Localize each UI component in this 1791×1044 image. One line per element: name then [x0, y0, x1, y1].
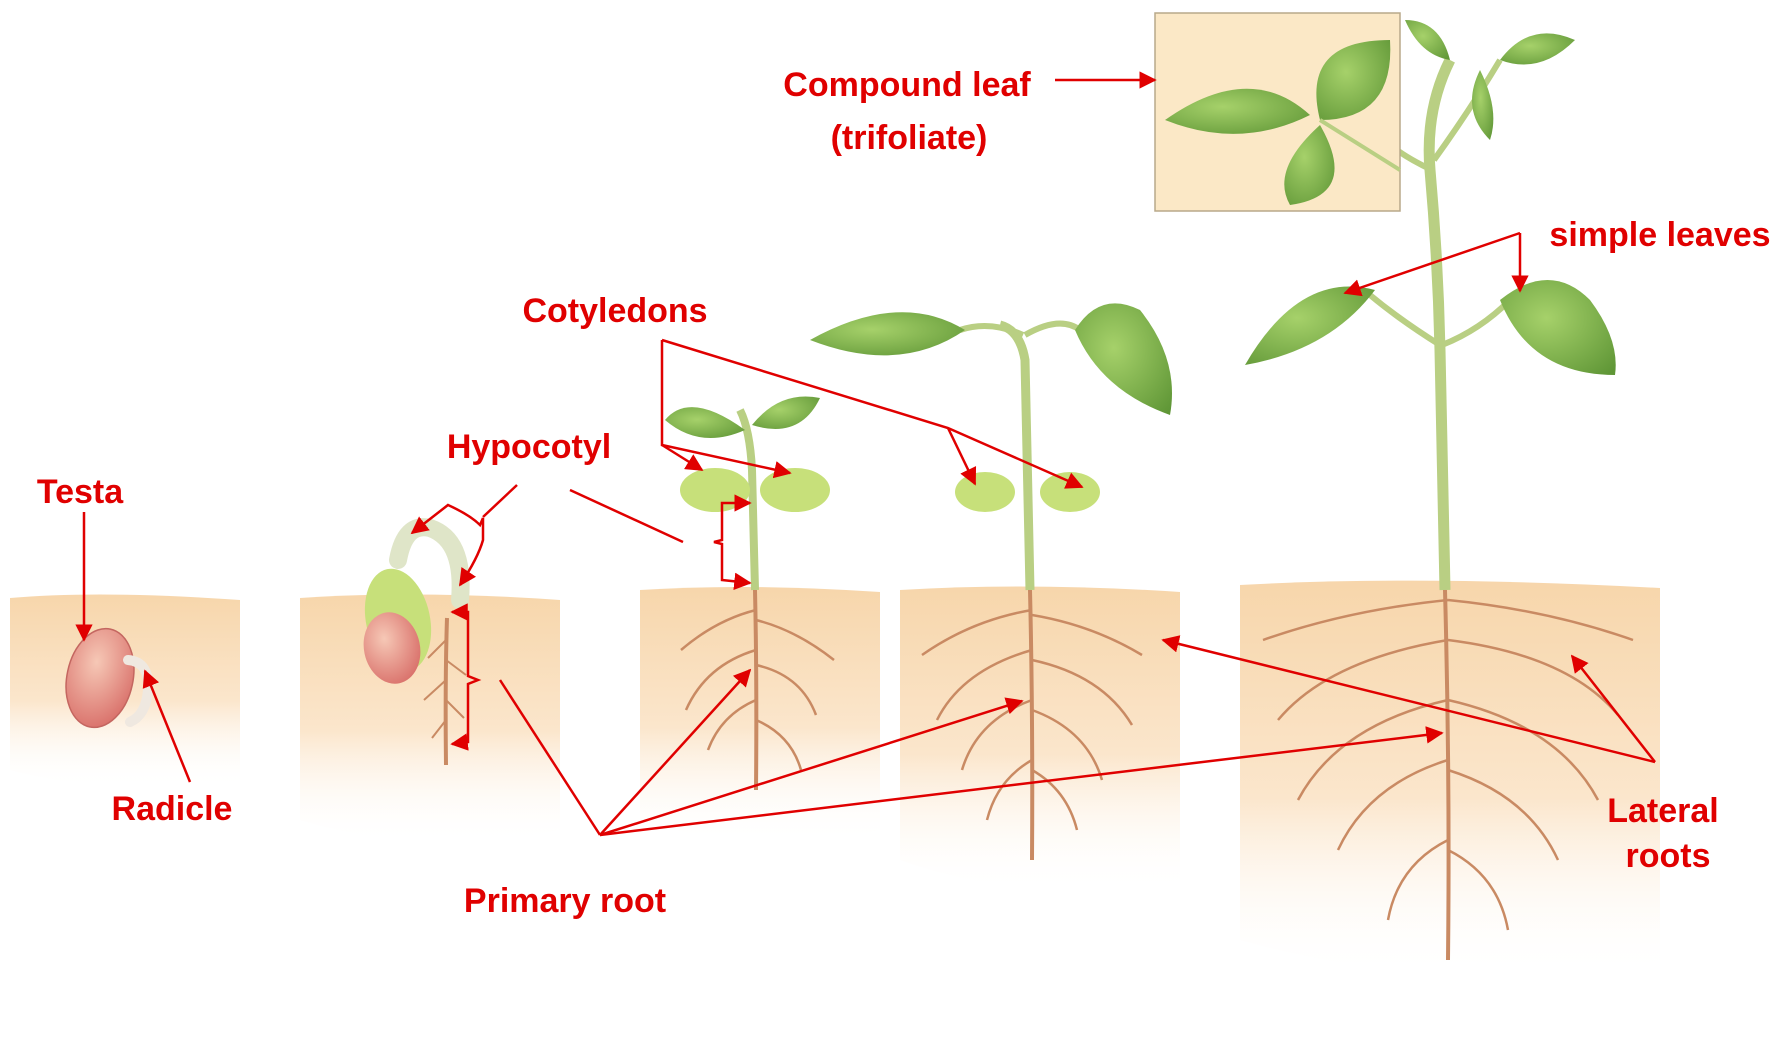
stage3-cotyledon-right: [760, 468, 830, 512]
label-lateral: Lateral: [1607, 792, 1719, 830]
soil-block-stage4: [900, 586, 1180, 891]
label-primary-root: Primary root: [464, 882, 666, 920]
hypocotyl-brace-stage3: [714, 503, 750, 583]
stage4-leaf-right: [1075, 303, 1172, 415]
stage3-leaf-right: [752, 397, 820, 429]
label-simple-leaves: simple leaves: [1549, 216, 1770, 254]
label-roots: roots: [1626, 837, 1711, 875]
stage4-primary-root: [1030, 590, 1032, 860]
stage4-petioles: [960, 324, 1080, 335]
soil-layers: [10, 581, 1660, 976]
stage4-cotyledon-left: [955, 472, 1015, 512]
cotyledons-pointer-stage4: [662, 340, 1082, 487]
stage5-simple-leaf-left: [1245, 287, 1375, 365]
label-testa: Testa: [37, 473, 124, 511]
hypocotyl-line-stage3: [570, 490, 683, 542]
stage4-leaf-left: [810, 312, 965, 355]
label-hypocotyl: Hypocotyl: [447, 428, 611, 466]
stage5-upper-leaf-1: [1405, 20, 1450, 60]
stage3-leaf-left: [665, 407, 745, 438]
label-cotyledons: Cotyledons: [522, 292, 707, 330]
stage5-simple-leaf-right: [1500, 280, 1616, 375]
label-radicle: Radicle: [112, 790, 233, 828]
label-compound-leaf: Compound leaf: [783, 66, 1031, 104]
stage3-cotyledon-left: [680, 468, 750, 512]
stage4-cotyledon-right: [1040, 472, 1100, 512]
cotyledons-arrow-stage4-left: [948, 428, 975, 484]
hypocotyl-arrow-stage2: [483, 485, 517, 517]
label-trifoliate: (trifoliate): [831, 119, 988, 157]
compound-leaf-inset: [1155, 13, 1400, 211]
stage5-upper-leaf-2: [1500, 33, 1575, 64]
